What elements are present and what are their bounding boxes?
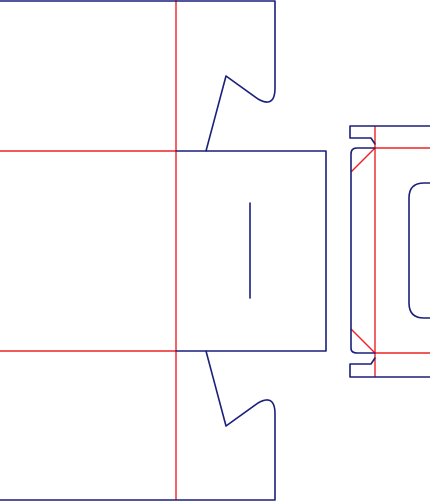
crease-diagonal-top xyxy=(350,147,376,173)
cut-right-inner-flap xyxy=(350,147,376,354)
crease-diagonal-bottom xyxy=(350,328,376,354)
cut-right-outer xyxy=(349,125,430,145)
cut-front-panel xyxy=(175,150,327,352)
cut-bottom-panel xyxy=(0,350,276,501)
cut-window xyxy=(408,182,430,319)
cut-right-outer-bottom xyxy=(349,357,430,378)
cut-top-panel xyxy=(0,0,276,152)
